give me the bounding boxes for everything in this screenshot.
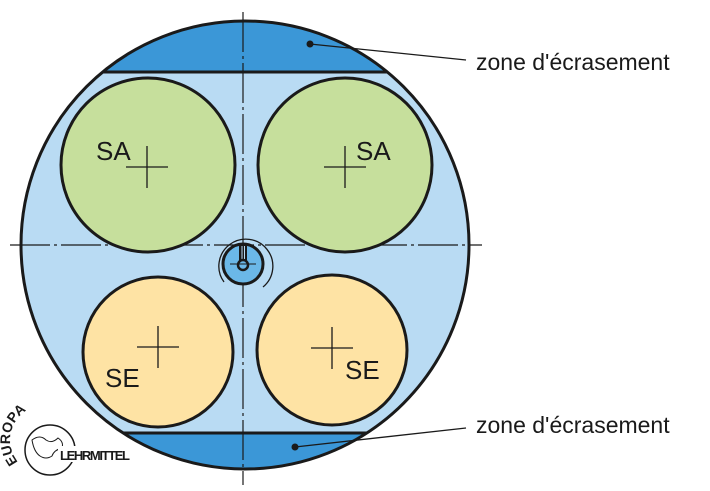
label-sa-right: SA [356, 136, 391, 166]
label-sa-left: SA [96, 136, 131, 166]
sa-conductor-left [59, 76, 237, 254]
label-se-left: SE [105, 363, 140, 393]
leader-bottom [294, 427, 467, 448]
label-se-right: SE [345, 355, 380, 385]
svg-text:LEHRMITTEL: LEHRMITTEL [60, 448, 130, 463]
svg-text:EUROPA: EUROPA [0, 400, 28, 469]
label-zone-bottom: zone d'écrasement [476, 412, 670, 438]
leader-top [309, 43, 467, 61]
label-zone-top: zone d'écrasement [476, 49, 670, 75]
